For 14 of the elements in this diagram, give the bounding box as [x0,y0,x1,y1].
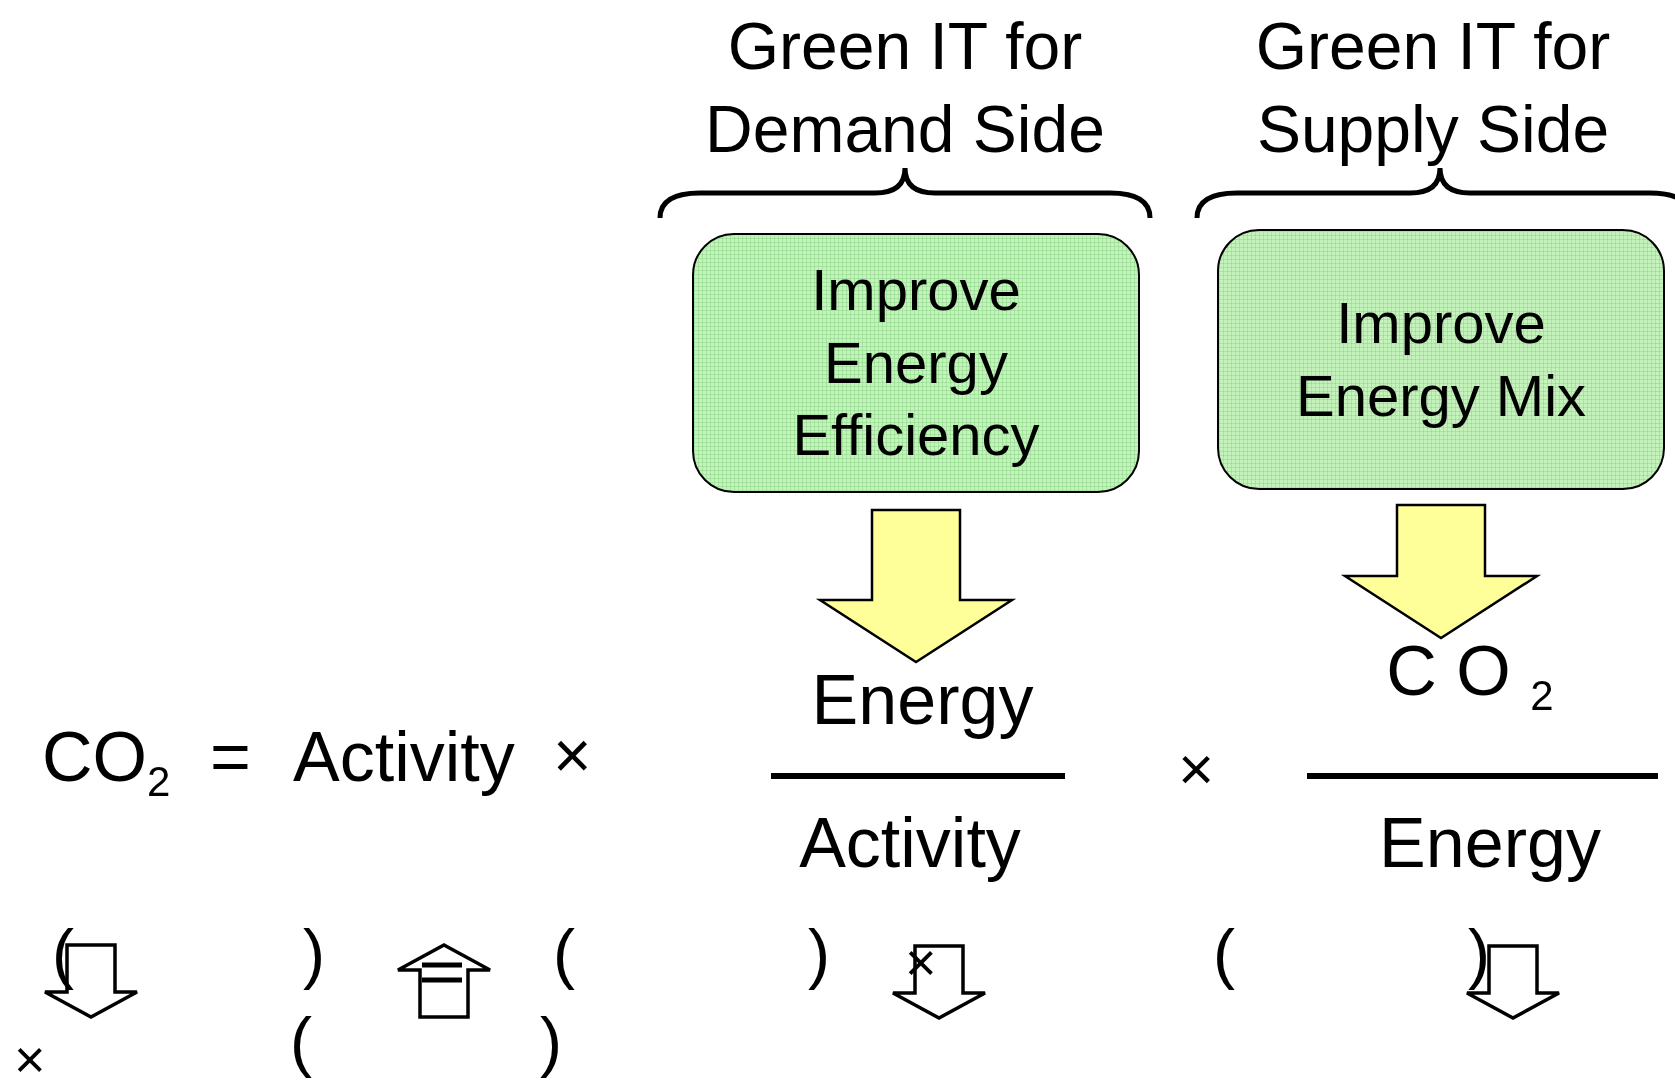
equals-sign: = [210,722,251,792]
multiply-sign: × [553,722,592,788]
formula-term: CO$_{2}$ [42,722,171,803]
process-box: Improve Energy Mix [1217,229,1665,490]
formula-term: C O $_{2}$ [1386,635,1554,717]
formula-term: Energy [1378,803,1602,884]
multiply-sign: × [14,1032,46,1086]
block-arrow [815,508,1017,664]
multiply-sign: × [1178,738,1215,800]
heading: Green IT for Demand Side [704,8,1106,168]
heading: Green IT for Supply Side [1254,8,1612,168]
formula-term: Activity [798,803,1022,884]
process-box: Improve Energy Efficiency [692,233,1140,493]
block-arrow [1340,503,1542,640]
